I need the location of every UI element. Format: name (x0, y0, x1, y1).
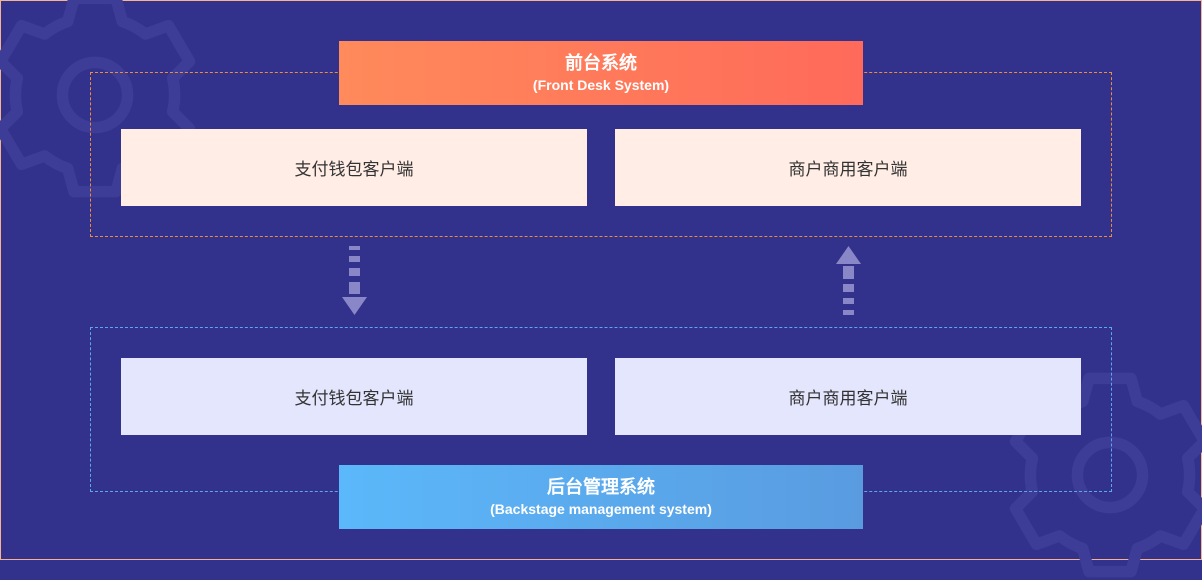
front-merchant-client: 商户商用客户端 (615, 129, 1081, 206)
gear-icon (0, 0, 196, 198)
front-wallet-client: 支付钱包客户端 (121, 129, 587, 206)
box-label: 商户商用客户端 (788, 389, 908, 408)
back-wallet-client: 支付钱包客户端 (121, 358, 587, 435)
backstage-title: 后台管理系统 (547, 477, 655, 497)
backstage-header: 后台管理系统 (Backstage management system) (339, 465, 863, 529)
front-desk-subtitle: (Front Desk System) (532, 77, 670, 93)
backstage-subtitle: (Backstage management system) (490, 501, 712, 517)
back-merchant-client: 商户商用客户端 (615, 358, 1081, 435)
front-desk-header: 前台系统 (Front Desk System) (339, 41, 863, 105)
front-desk-title: 前台系统 (565, 53, 637, 73)
box-label: 支付钱包客户端 (294, 389, 414, 408)
box-label: 商户商用客户端 (788, 160, 908, 179)
box-label: 支付钱包客户端 (294, 160, 414, 179)
